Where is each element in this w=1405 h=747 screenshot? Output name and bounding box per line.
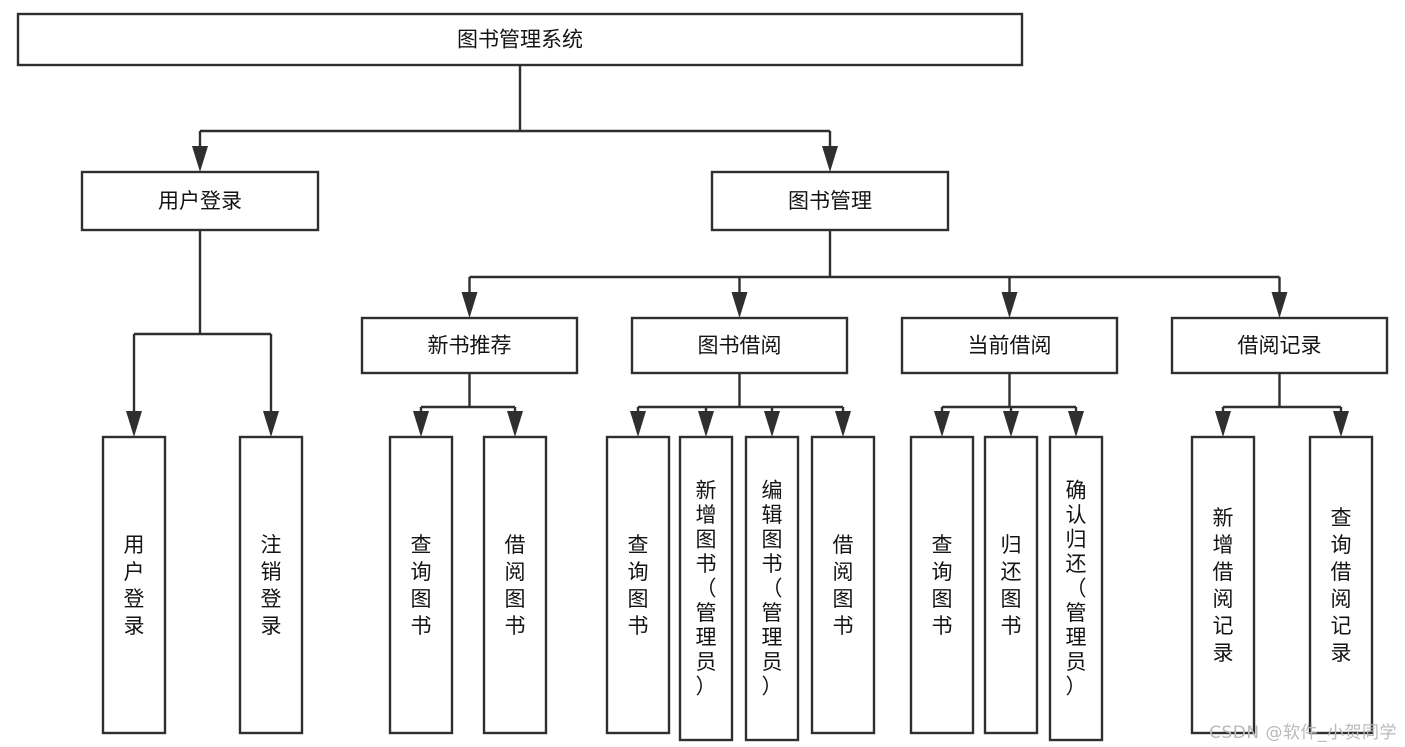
arrow-head-icon [413,411,429,437]
arrow-head-icon [263,411,279,437]
node-box[interactable] [238,435,304,735]
node-box[interactable] [1048,435,1104,742]
arrow-head-icon [630,411,646,437]
node-label: 编辑图书（管理员） [762,478,783,698]
node-leaf-query-book-bor[interactable]: 查询图书 [605,435,671,735]
node-label: 确认归还（管理员） [1066,478,1087,698]
node-box[interactable] [482,435,548,735]
arrow-head-icon [835,411,851,437]
node-box[interactable] [1308,435,1374,735]
node-leaf-add-record[interactable]: 新增借阅记录 [1190,435,1256,735]
node-box[interactable] [710,170,950,232]
node-box[interactable] [80,170,320,232]
arrow-head-icon [507,411,523,437]
node-leaf-query-book-rec[interactable]: 查询图书 [388,435,454,735]
arrow-head-icon [1333,411,1349,437]
node-label: 当前借阅 [968,334,1052,358]
node-box[interactable] [900,316,1119,375]
node-label: 图书借阅 [698,334,782,358]
node-label: 借阅图书 [833,533,854,638]
edge-group-new-book-rec [413,373,523,437]
edge-group-user-login [126,230,279,437]
node-leaf-borrow-book-rec[interactable]: 借阅图书 [482,435,548,735]
arrow-head-icon [764,411,780,437]
node-box[interactable] [678,435,734,742]
node-label: 查询图书 [932,533,953,638]
node-box[interactable] [630,316,849,375]
node-leaf-return-book[interactable]: 归还图书 [983,435,1039,735]
node-leaf-query-record[interactable]: 查询借阅记录 [1308,435,1374,735]
node-leaf-add-book[interactable]: 新增图书（管理员） [678,435,734,742]
node-box[interactable] [1190,435,1256,735]
arrow-head-icon [1271,292,1288,318]
node-box[interactable] [101,435,167,735]
arrow-head-icon [461,292,478,318]
watermark: CSDN @软件_小贺同学 [1209,723,1397,743]
node-box[interactable] [360,316,579,375]
node-label: 借阅图书 [505,533,526,638]
node-label: 新书推荐 [428,334,512,358]
arrow-head-icon [1215,411,1231,437]
node-box[interactable] [16,12,1024,67]
node-leaf-user-login[interactable]: 用户登录 [101,435,167,735]
node-book-borrow[interactable]: 图书借阅 [630,316,849,375]
arrow-head-icon [698,411,714,437]
node-label: 归还图书 [1001,533,1022,638]
node-label: 图书管理 [788,189,872,213]
node-borrow-record[interactable]: 借阅记录 [1170,316,1389,375]
node-current-borrow[interactable]: 当前借阅 [900,316,1119,375]
node-label: 借阅记录 [1238,334,1322,358]
arrow-head-icon [822,146,838,172]
node-root[interactable]: 图书管理系统 [16,12,1024,67]
edge-group-current-borrow [934,373,1084,437]
edge-group-book-manage [461,230,1288,318]
node-label: 查询借阅记录 [1331,506,1352,665]
arrow-head-icon [1001,292,1018,318]
arrow-head-icon [731,292,748,318]
node-box[interactable] [909,435,975,735]
node-box[interactable] [1170,316,1389,375]
node-leaf-borrow-book-bor[interactable]: 借阅图书 [810,435,876,735]
node-box[interactable] [810,435,876,735]
node-leaf-query-book-cur[interactable]: 查询图书 [909,435,975,735]
node-label: 图书管理系统 [457,28,583,52]
node-book-manage[interactable]: 图书管理 [710,170,950,232]
arrow-head-icon [126,411,142,437]
edges-layer [126,65,1349,437]
arrow-head-icon [192,146,208,172]
node-label: 用户登录 [158,189,242,213]
edge-group-borrow-record [1215,373,1349,437]
node-label: 注销登录 [261,533,282,638]
node-label: 查询图书 [628,533,649,638]
edge-group-book-borrow [630,373,851,437]
arrow-head-icon [1068,411,1084,437]
node-box[interactable] [983,435,1039,735]
node-box[interactable] [388,435,454,735]
node-box[interactable] [744,435,800,742]
nodes-layer: 图书管理系统用户登录图书管理新书推荐图书借阅当前借阅借阅记录用户登录注销登录查询… [16,12,1389,742]
node-label: 新增图书（管理员） [696,478,717,698]
node-user-login[interactable]: 用户登录 [80,170,320,232]
node-leaf-user-logout[interactable]: 注销登录 [238,435,304,735]
arrow-head-icon [934,411,950,437]
node-leaf-edit-book[interactable]: 编辑图书（管理员） [744,435,800,742]
edge-group-root [192,65,838,172]
arrow-head-icon [1003,411,1019,437]
node-new-book-rec[interactable]: 新书推荐 [360,316,579,375]
node-label: 用户登录 [124,533,145,638]
node-leaf-confirm-return[interactable]: 确认归还（管理员） [1048,435,1104,742]
node-label: 查询图书 [411,533,432,638]
node-box[interactable] [605,435,671,735]
node-label: 新增借阅记录 [1213,506,1234,665]
